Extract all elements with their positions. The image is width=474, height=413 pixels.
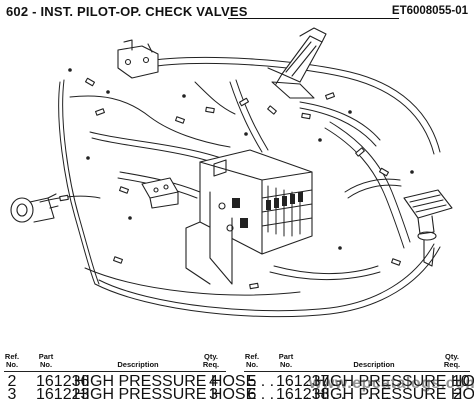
- table-header-rule: [4, 371, 226, 372]
- main-control-valve-bank: [185, 149, 313, 285]
- document-reference: ET6008055-01: [391, 5, 468, 17]
- col-header-qty: Qty.Req.: [202, 352, 220, 369]
- quantity: 2: [453, 386, 462, 403]
- part-number: 161223: [36, 386, 90, 403]
- ref-number: 3: [7, 386, 17, 403]
- foot-pedal: [403, 189, 453, 267]
- col-header-description: Description: [353, 360, 395, 369]
- check-valve-block: [141, 177, 179, 209]
- part-number: 161236: [36, 373, 90, 390]
- part-description: HIGH PRESSURE HOSE . . . . . . . . . . .…: [74, 373, 390, 390]
- part-description: HIGH PRESSURE HOSE . . . . . . . . . . .…: [314, 373, 474, 390]
- page-title: 602 - INST. PILOT-OP. CHECK VALVES: [6, 4, 248, 19]
- quantity: 3: [209, 386, 218, 403]
- accumulator: [10, 193, 59, 223]
- title-rule: [228, 18, 399, 19]
- small-ports: [68, 68, 414, 250]
- hose-fittings: [59, 77, 401, 290]
- col-header-qty: Qty.Req.: [443, 352, 461, 369]
- mounting-bracket: [117, 39, 159, 79]
- exploded-parts-diagram: [0, 22, 474, 350]
- part-description: HIGH PRESSURE HOSE . . . . . . . . . . .…: [314, 386, 474, 403]
- table-header-rule: [244, 371, 470, 372]
- watermark: www.epcatalogs.com: [309, 375, 474, 392]
- col-header-ref: Ref.No.: [244, 352, 260, 369]
- quantity: 4: [209, 373, 218, 390]
- ref-number: 2: [7, 373, 17, 390]
- part-description: HIGH PRESSURE HOSE . . . . . . . . . . .…: [74, 386, 390, 403]
- pilot-pedal-assembly: [267, 27, 327, 99]
- page-header: 602 - INST. PILOT-OP. CHECK VALVES ET600…: [6, 3, 468, 23]
- col-header-description: Description: [117, 360, 159, 369]
- col-header-ref: Ref.No.: [4, 352, 20, 369]
- ref-number: 5: [247, 373, 257, 390]
- ref-number: 6: [247, 386, 257, 403]
